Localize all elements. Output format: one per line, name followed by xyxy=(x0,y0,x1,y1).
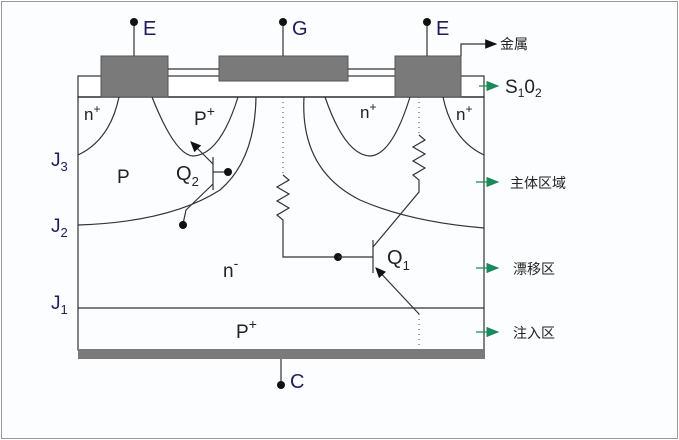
p-plus-top-label: P+ xyxy=(194,103,215,130)
q1-emitter xyxy=(375,267,420,315)
emitter-left-label: E xyxy=(143,18,156,40)
collector-metal xyxy=(78,349,485,359)
q1-label: Q1 xyxy=(387,247,410,273)
resistor-right xyxy=(372,134,427,248)
n-plus-left-label: n+ xyxy=(84,102,100,124)
n-plus-right-boundary xyxy=(442,96,485,156)
n-plus-mid-boundary xyxy=(324,96,411,157)
oxide-label: S102 xyxy=(505,77,542,100)
emitter-right-node xyxy=(423,18,431,26)
q2-base-node xyxy=(224,168,232,176)
gate-label: G xyxy=(292,18,308,40)
metal-arrow xyxy=(460,39,498,56)
collector-label: C xyxy=(290,371,304,393)
n-plus-mid-label: n+ xyxy=(360,100,376,122)
emitter-left-metal xyxy=(100,55,169,98)
q2-collector xyxy=(182,183,214,225)
body-region-label: 主体区域 xyxy=(510,176,566,192)
substrate-outline xyxy=(77,96,485,351)
emitter-left-node xyxy=(130,18,138,26)
emitter-right-metal xyxy=(394,55,462,98)
metal-label: 金属 xyxy=(500,37,528,53)
p-plus-top-boundary xyxy=(151,96,239,157)
resistor-left xyxy=(275,174,338,258)
j1-label: J1 xyxy=(51,293,68,317)
j3-label: J3 xyxy=(51,150,68,174)
oxide-fill xyxy=(79,77,483,96)
injection-region-label: 注入区 xyxy=(513,326,555,342)
emitter-right-label: E xyxy=(436,18,449,40)
p-plus-bottom-label: P+ xyxy=(236,316,257,343)
gate-node xyxy=(279,18,287,26)
p-body-boundary xyxy=(77,96,257,226)
n-plus-right-label: n+ xyxy=(456,102,472,124)
q2-label: Q2 xyxy=(176,163,199,189)
j2-label: J2 xyxy=(51,216,68,240)
n-plus-left-boundary xyxy=(77,96,120,156)
p-body-right-boundary xyxy=(303,96,485,229)
q2-emitter xyxy=(190,141,214,165)
drift-region-label: 漂移区 xyxy=(513,262,555,278)
n-minus-label: n- xyxy=(223,255,239,282)
collector-node xyxy=(277,381,285,389)
gate-metal xyxy=(218,55,349,82)
p-body-label: P xyxy=(117,167,130,188)
q2-collector-node xyxy=(179,221,187,229)
